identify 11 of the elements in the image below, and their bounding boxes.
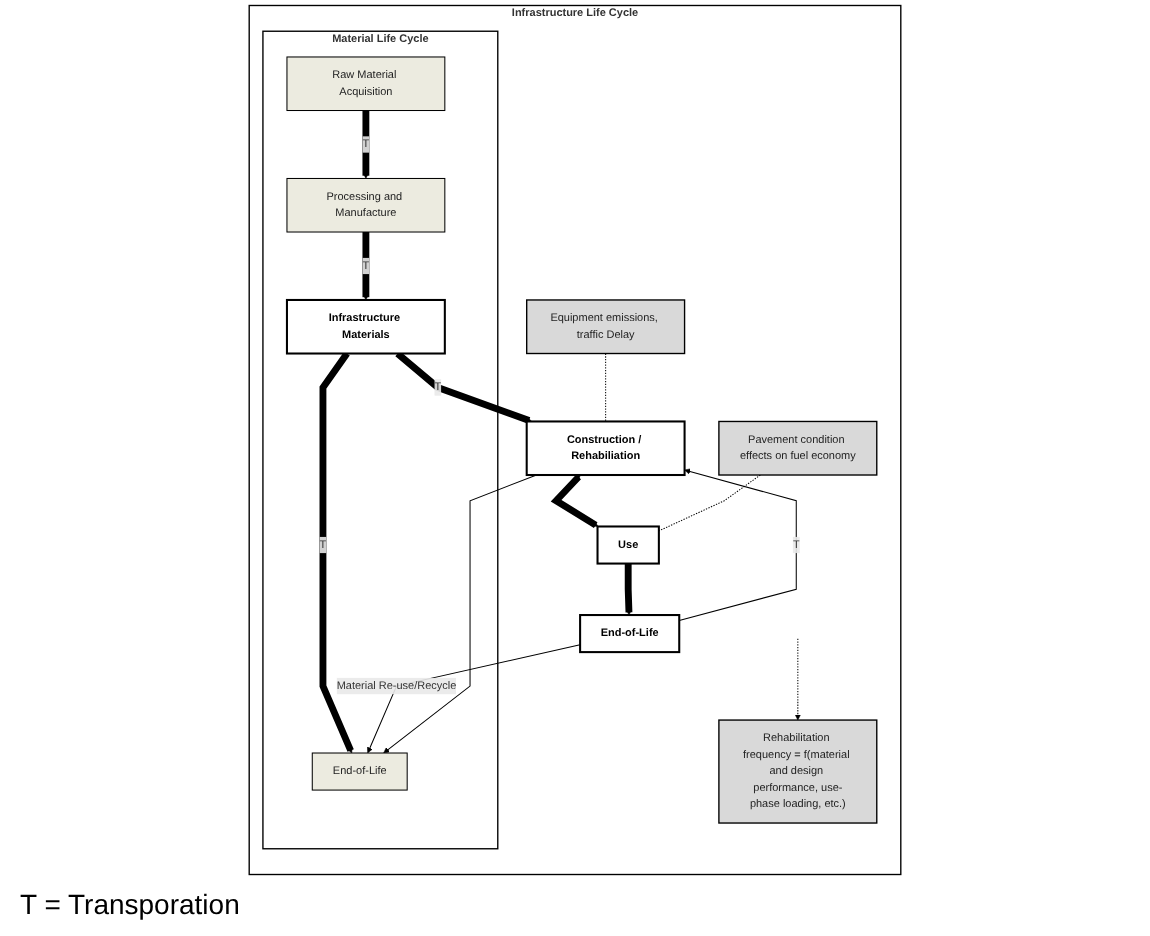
arrow — [319, 351, 354, 754]
connector — [605, 353, 607, 422]
arrow — [395, 350, 532, 424]
arrow — [624, 563, 633, 616]
arrow — [362, 232, 370, 301]
arrow — [550, 474, 599, 528]
connector — [658, 474, 761, 532]
legend-note: T = Transporation — [20, 888, 240, 920]
arrow — [794, 638, 801, 721]
arrow — [362, 110, 370, 179]
arrow — [678, 468, 797, 621]
